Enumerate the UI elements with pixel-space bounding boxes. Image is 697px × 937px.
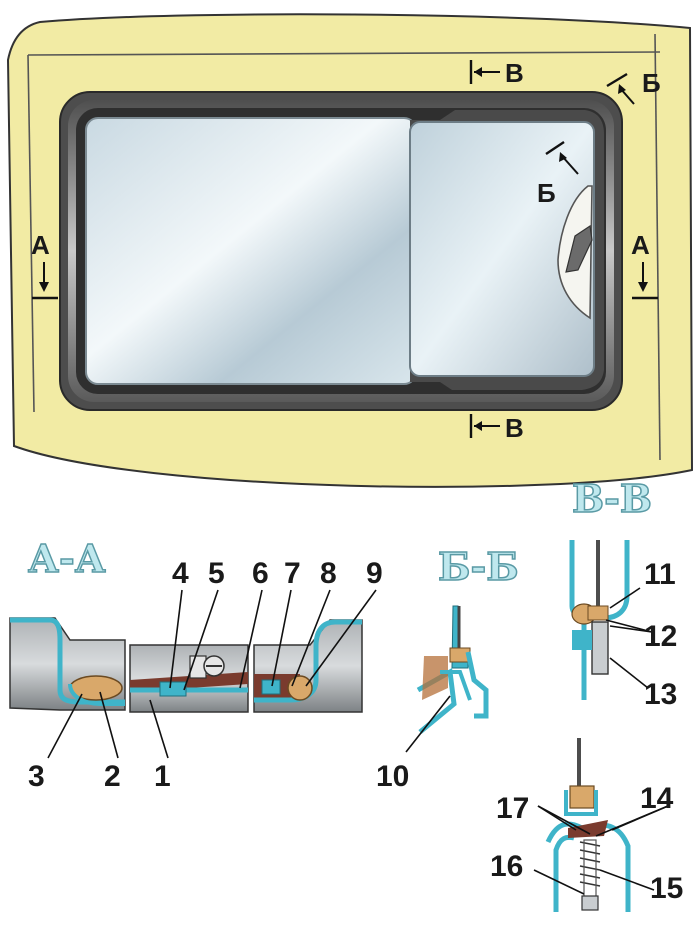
svg-text:А: А: [31, 230, 50, 260]
section-vv-upper: 11 12 13: [569, 540, 677, 711]
svg-text:Б: Б: [642, 68, 661, 98]
callout-4: 4: [172, 557, 189, 590]
callout-13: 13: [644, 678, 677, 711]
callout-12: 12: [644, 620, 677, 653]
marker-v-top: В: [469, 58, 524, 88]
svg-text:А: А: [631, 230, 650, 260]
callout-5: 5: [208, 557, 225, 590]
callout-3: 3: [28, 760, 45, 793]
spring-15: [579, 841, 601, 887]
callout-17: 17: [496, 792, 529, 825]
svg-text:В: В: [505, 58, 524, 88]
section-bb: 10: [376, 605, 489, 793]
section-title-aa: А-А: [28, 536, 106, 581]
panel-crease-right: [654, 33, 661, 461]
marker-b-outer: Б: [606, 68, 661, 105]
svg-text:Б: Б: [537, 178, 556, 208]
callout-9: 9: [366, 557, 383, 590]
fixed-glass: [85, 117, 417, 385]
section-title-bb: Б-Б: [438, 544, 519, 589]
callout-11: 11: [644, 558, 676, 591]
sliding-glass: [409, 110, 604, 390]
callout-8: 8: [320, 557, 337, 590]
seal-9: [287, 675, 313, 701]
section-title-vv: В-В: [572, 476, 652, 521]
svg-text:В: В: [505, 413, 524, 443]
callout-2: 2: [104, 760, 121, 793]
callout-14: 14: [640, 782, 674, 815]
marker-a-right: А: [631, 230, 658, 300]
callout-1: 1: [154, 760, 171, 793]
section-aa: 3 2 1 4 5 6 7 8 9: [9, 557, 383, 793]
section-vv-lower: 17 14 16 15: [490, 738, 683, 912]
panel-crease-left: [27, 54, 35, 413]
marker-a-left: А: [31, 230, 58, 300]
panel-crease-top: [27, 51, 661, 56]
marker-b-inner: Б: [537, 141, 579, 208]
bolt-16: [581, 895, 599, 911]
callout-6: 6: [252, 557, 269, 590]
callout-10: 10: [376, 760, 409, 793]
marker-v-bottom: В: [469, 413, 524, 443]
latch-lever: [565, 224, 593, 273]
callout-7: 7: [284, 557, 301, 590]
callout-16: 16: [490, 850, 523, 883]
callout-15: 15: [650, 872, 683, 905]
